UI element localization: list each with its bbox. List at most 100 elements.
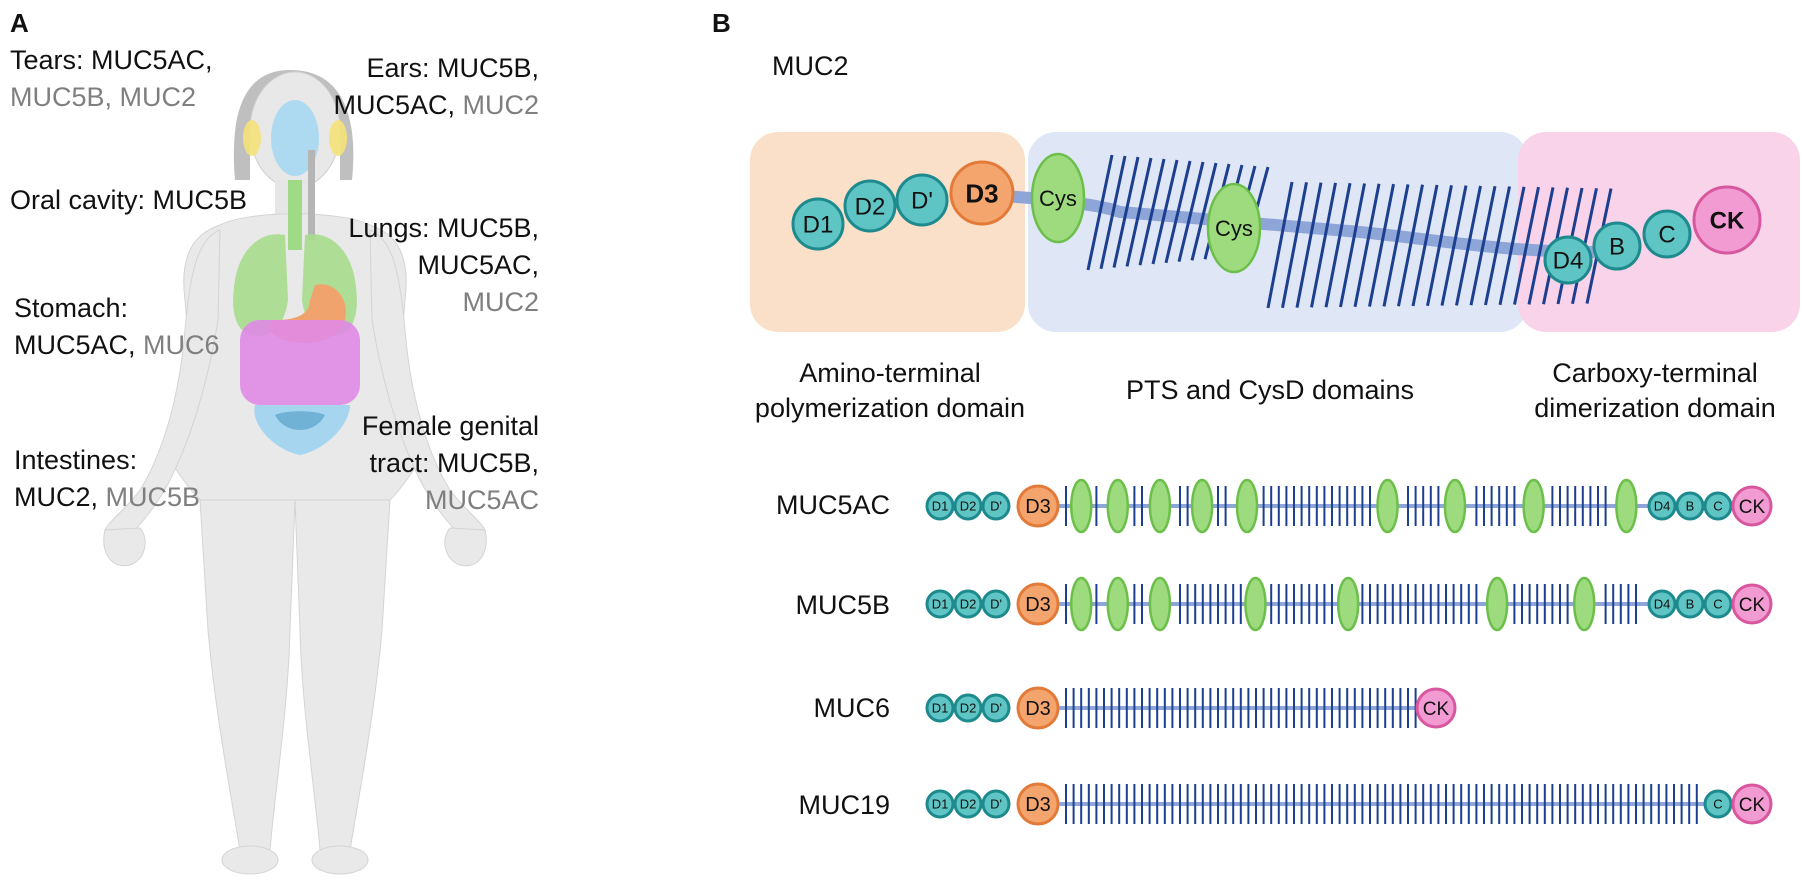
muc2-cdomain-1-label: D4	[1553, 248, 1584, 275]
intestines-shape	[240, 320, 360, 405]
row-name-muc5ac: MUC5AC	[775, 490, 890, 520]
stomach-label: Stomach: MUC5AC, MUC6	[14, 290, 220, 364]
muc2-stick	[1411, 184, 1439, 307]
intestines-label: Intestines: MUC2, MUC5B	[14, 442, 200, 516]
row-cdomain-ck	[1731, 485, 1773, 527]
row-ndomain-4-label: D3	[1025, 594, 1051, 616]
row-ndomain-4-label: D3	[1025, 496, 1051, 518]
muc2-cdomain-3-label: C	[1658, 222, 1675, 249]
esophagus-shape	[308, 150, 315, 240]
muc2-stick	[1138, 158, 1166, 266]
genital-main1: Female genital	[361, 411, 539, 441]
right-hand-shape	[444, 527, 487, 567]
muc2-stick	[1310, 182, 1337, 308]
uterus-shape	[275, 411, 325, 430]
muc2-domain-3-label: D'	[911, 188, 933, 215]
muc2-cdomain-4	[1692, 185, 1762, 255]
row-cys-9	[1615, 478, 1638, 534]
genital-tract-label: Female genital tract: MUC5B, MUC5AC	[362, 408, 539, 519]
muc2-title: MUC2	[772, 51, 849, 81]
row-ndomain-4-label: D3	[1025, 794, 1051, 816]
row-cdomain-ck-label: CK	[1739, 595, 1766, 616]
row-ndomain-2	[953, 693, 983, 723]
row-cys-7	[1443, 478, 1467, 534]
muc2-stick	[1339, 183, 1366, 308]
row-name-muc19: MUC19	[798, 790, 890, 820]
muc2-stick	[1164, 160, 1192, 264]
muc2-stick	[1353, 183, 1381, 308]
row-ndomain-1-label: D1	[932, 499, 949, 514]
intestines-main1: Intestines:	[14, 445, 138, 475]
left-arm-shape	[104, 229, 221, 536]
row-ndomain-3-label: D'	[990, 499, 1002, 514]
muc2-stick	[1368, 183, 1395, 307]
amino-caption-line1: Amino-terminal	[799, 358, 981, 388]
stomach-main1: Stomach:	[14, 293, 129, 323]
carboxy-caption-line1: Carboxy-terminal	[1552, 358, 1758, 388]
oral-cavity-label: Oral cavity: MUC5B	[10, 185, 248, 215]
carboxy-caption: Carboxy-terminal dimerization domain	[1515, 356, 1795, 426]
right-arm-shape	[369, 229, 486, 536]
muc2-stick	[1086, 154, 1114, 271]
muc2-domain-3	[895, 173, 949, 227]
row-ndomain-1	[925, 589, 955, 619]
muc2-stick	[1112, 156, 1140, 268]
ears-label: Ears: MUC5B, MUC5AC, MUC2	[333, 50, 539, 124]
row-cdomain-c	[1703, 491, 1733, 521]
row-cdomain-d4	[1647, 491, 1677, 521]
ears-main2: MUC5AC,	[333, 90, 455, 120]
tears-label: Tears: MUC5AC, MUC5B, MUC2	[10, 42, 213, 116]
row-ndomain-1-label: D1	[932, 797, 949, 812]
row-ndomain-4-label: D3	[1025, 698, 1051, 720]
muc2-stick	[1151, 159, 1179, 265]
ears-highlight-right	[329, 120, 347, 156]
genital-main2: tract: MUC5B,	[369, 448, 539, 478]
ears-minor: MUC2	[462, 90, 539, 120]
left-foot-shape	[221, 845, 279, 875]
row-ndomain-1-label: D1	[932, 701, 949, 716]
muc2-stick	[1125, 157, 1153, 267]
row-cdomain-c	[1703, 589, 1733, 619]
muc2-stick	[1177, 161, 1205, 262]
row-cdomain-c	[1703, 789, 1733, 819]
row-ndomain-2	[953, 589, 983, 619]
muc2-stick	[1324, 182, 1352, 308]
muc2-cys-1	[1030, 152, 1086, 244]
row-name-muc5b: MUC5B	[795, 590, 890, 620]
row-cys-2	[1106, 478, 1130, 534]
row-cys-3	[1148, 478, 1172, 534]
muc2-stick	[1190, 162, 1218, 261]
muc2-cdomain-4-label: CK	[1710, 208, 1745, 235]
row-ndomain-1	[925, 693, 955, 723]
row-cdomain-c-label: C	[1713, 797, 1722, 812]
muc2-stick	[1099, 155, 1127, 270]
muc2-stick	[1469, 185, 1497, 306]
row-cys-2	[1106, 576, 1130, 632]
amino-caption: Amino-terminal polymerization domain	[740, 356, 1040, 426]
row-cys-1	[1069, 478, 1093, 534]
row-cdomain-b	[1675, 589, 1705, 619]
right-foot-shape	[311, 845, 369, 875]
muc2-stick	[1513, 186, 1540, 305]
tears-main: Tears: MUC5AC,	[10, 45, 213, 75]
row-ndomain-2	[953, 491, 983, 521]
row-cdomain-ck	[1731, 583, 1773, 625]
row-cdomain-b	[1675, 491, 1705, 521]
muc2-stick	[1440, 185, 1468, 306]
stomach-main2: MUC5AC,	[14, 330, 136, 360]
ears-main1: Ears: MUC5B,	[366, 53, 539, 83]
muc2-domain-4	[949, 160, 1015, 226]
lungs-label: Lungs: MUC5B, MUC5AC, MUC2	[348, 210, 539, 321]
row-cdomain-ck-label: CK	[1739, 795, 1766, 816]
row-cys-8	[1522, 478, 1545, 534]
lungs-minor: MUC2	[462, 287, 539, 317]
row-cdomain-ck-label: CK	[1739, 497, 1766, 518]
female-body-illustration	[103, 70, 487, 875]
row-ndomain-3-label: D'	[990, 701, 1002, 716]
row-cys-5	[1235, 478, 1259, 534]
pts-cysd-region	[1028, 132, 1528, 332]
panel-b-letter: B	[712, 8, 731, 38]
